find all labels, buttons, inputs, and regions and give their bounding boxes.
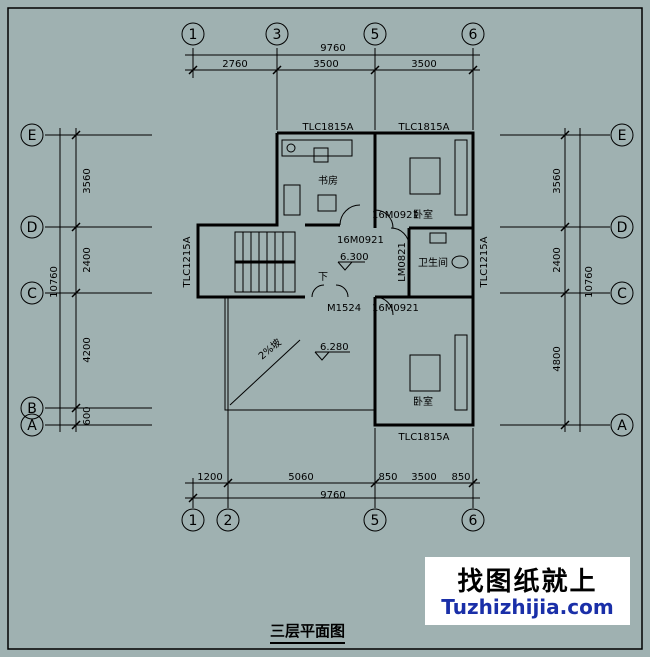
axis-bottom-5: 5 [371, 513, 380, 529]
door-label-3: 16M0921 [372, 303, 419, 314]
dim-top-seg-2: 3500 [313, 59, 338, 70]
drawing-frame [7, 7, 643, 650]
doors [311, 204, 410, 316]
staircase [234, 231, 296, 293]
axis-bottom-2: 2 [224, 513, 233, 529]
axis-right-d: D [617, 220, 628, 236]
grid-lines [45, 48, 610, 508]
axis-left-a: A [27, 418, 37, 434]
dim-right-total: 10760 [584, 266, 595, 298]
axis-right-c: C [617, 286, 627, 302]
window-right: TLC1215A [479, 236, 490, 288]
axis-bottom-1: 1 [189, 513, 198, 529]
dim-left-total: 10760 [49, 266, 60, 298]
drawing-title: 三层平面图 [270, 620, 346, 644]
door-label-4: LM0821 [397, 242, 408, 282]
axis-bubbles [20, 22, 634, 532]
elevation-1: 6.300 [340, 252, 369, 263]
dim-top-seg-1: 2760 [222, 59, 247, 70]
dim-top-total: 9760 [320, 43, 345, 54]
room-study: 书房 [318, 174, 338, 187]
dim-right-seg-2: 2400 [552, 247, 563, 272]
dimension-lines [59, 54, 581, 503]
walls [196, 131, 475, 427]
door-label-2: 16M0921 [372, 210, 419, 221]
furniture [281, 139, 469, 411]
axis-top-6: 6 [469, 27, 478, 43]
axis-top-3: 3 [273, 27, 282, 43]
axis-top-1: 1 [189, 27, 198, 43]
elevation-2: 6.280 [320, 342, 349, 353]
dim-left-seg-2: 2400 [82, 247, 93, 272]
axis-left-b: B [27, 401, 37, 417]
dim-bottom-total: 9760 [320, 490, 345, 501]
window-bottom: TLC1815A [398, 432, 450, 443]
watermark-box: 找图纸就上 Tuzhizhijia.com [425, 557, 630, 625]
door-label-1: 16M0921 [337, 235, 384, 246]
dim-left-seg-3: 4200 [82, 337, 93, 362]
dim-bottom-seg-3: 850 [378, 472, 397, 483]
axis-right-e: E [618, 128, 627, 144]
dim-right-seg-3: 4800 [552, 346, 563, 371]
window-top-2: TLC1815A [398, 122, 450, 133]
axis-top-5: 5 [371, 27, 380, 43]
axis-bottom-6: 6 [469, 513, 478, 529]
stair-down-label: 下 [318, 272, 328, 283]
dim-left-seg-1: 3560 [82, 168, 93, 193]
window-left: TLC1215A [182, 236, 193, 288]
dim-bottom-seg-2: 5060 [288, 472, 313, 483]
watermark-line-2: Tuzhizhijia.com [441, 595, 614, 619]
dim-right-seg-1: 3560 [552, 168, 563, 193]
elevation-markers [314, 261, 365, 361]
watermark-line-1: 找图纸就上 [457, 567, 598, 597]
axis-left-c: C [27, 286, 37, 302]
dim-top-seg-3: 3500 [411, 59, 436, 70]
axis-right-a: A [617, 418, 627, 434]
window-top-1: TLC1815A [302, 122, 354, 133]
dim-bottom-seg-1: 1200 [197, 472, 222, 483]
room-bathroom: 卫生间 [418, 256, 448, 269]
dim-bottom-seg-4: 3500 [411, 472, 436, 483]
axis-left-e: E [28, 128, 37, 144]
slope-label: 2%坡 [256, 336, 284, 363]
door-label-5: M1524 [327, 303, 361, 314]
dim-left-seg-4: 600 [82, 406, 93, 425]
dim-bottom-seg-5: 850 [451, 472, 470, 483]
axis-left-d: D [27, 220, 38, 236]
room-bedroom-1: 卧室 [413, 208, 433, 221]
room-bedroom-2: 卧室 [413, 395, 433, 408]
balcony [224, 297, 375, 411]
